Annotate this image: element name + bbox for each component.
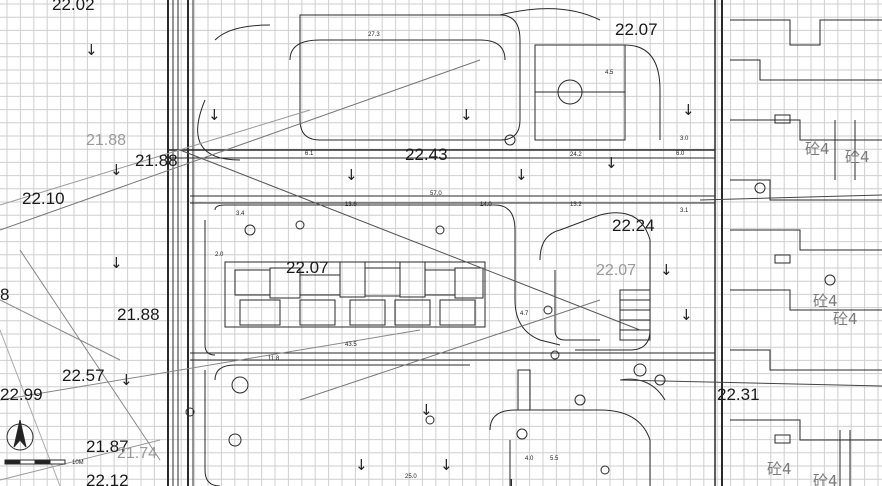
elevation-label: 22.43 xyxy=(405,145,448,164)
elevation-label: 8 xyxy=(0,285,9,304)
dimension-label: 25.0 xyxy=(405,474,417,480)
flow-arrow: ↓ xyxy=(355,456,368,474)
flow-arrow: ↓ xyxy=(85,41,98,59)
material-label: 砼4 xyxy=(845,148,870,166)
dimension-label: 4.5 xyxy=(605,70,614,76)
elevation-label: 22.31 xyxy=(717,385,760,404)
flow-arrow: ↓ xyxy=(505,476,518,486)
flow-arrow: ↓ xyxy=(420,401,433,419)
elevation-label: 21.74 xyxy=(117,445,157,462)
dimension-label: 13.2 xyxy=(570,202,582,208)
dimension-label: 4.7 xyxy=(520,311,529,317)
dimension-label: 3.0 xyxy=(680,136,689,142)
elevation-label: 21.88 xyxy=(135,151,178,170)
elevation-label: 22.12 xyxy=(86,471,129,486)
flow-arrow: ↓ xyxy=(440,456,453,474)
flow-arrow: ↓ xyxy=(515,166,528,184)
dimension-label: 2.0 xyxy=(215,252,224,258)
flow-arrow: ↓ xyxy=(605,154,618,172)
elevation-label: 21.87 xyxy=(86,437,129,456)
material-label: 砼4 xyxy=(767,460,792,478)
dimension-label: 6.0 xyxy=(676,151,685,157)
dimension-label: 3.4 xyxy=(236,211,245,217)
dimension-label: 43.5 xyxy=(345,342,357,348)
dimension-label: 14.0 xyxy=(480,202,492,208)
dimension-label: 24.2 xyxy=(570,152,582,158)
elevation-label: 22.07 xyxy=(286,258,329,277)
elevation-label: 21.88 xyxy=(86,132,126,149)
dimension-label: 11.8 xyxy=(268,356,280,362)
dimension-label: 6.1 xyxy=(305,151,314,157)
dimension-label: 5.5 xyxy=(550,456,559,462)
flow-arrow: ↓ xyxy=(120,371,133,389)
flow-arrow: ↓ xyxy=(660,261,673,279)
material-label: 砼4 xyxy=(813,472,838,486)
dimension-label: 4.0 xyxy=(525,456,534,462)
elevation-label: 22.24 xyxy=(612,216,655,235)
dimension-label: 3.1 xyxy=(680,208,689,214)
flow-arrow: ↓ xyxy=(460,106,473,124)
flow-arrow: ↓ xyxy=(110,254,123,272)
material-label: 砼4 xyxy=(813,292,838,310)
elevation-label: 22.07 xyxy=(615,20,658,39)
material-label: 砼4 xyxy=(833,310,858,328)
flow-arrow: ↓ xyxy=(110,161,123,179)
dimension-label: 57.0 xyxy=(430,191,442,197)
elevation-label: 22.99 xyxy=(0,385,43,404)
elevation-label: 22.02 xyxy=(52,0,95,14)
scale-bar-label: 10M xyxy=(72,460,84,466)
elevation-label: 21.88 xyxy=(117,305,160,324)
dimension-label: 27.3 xyxy=(368,32,380,38)
flow-arrow: ↓ xyxy=(682,101,695,119)
flow-arrow: ↓ xyxy=(208,106,221,124)
elevation-label: 22.57 xyxy=(62,366,105,385)
material-label: 砼4 xyxy=(805,140,830,158)
flow-arrow: ↓ xyxy=(680,306,693,324)
dimension-label: 13.6 xyxy=(345,202,357,208)
flow-arrow: ↓ xyxy=(345,166,358,184)
elevation-label: 22.10 xyxy=(22,189,65,208)
elevation-label: 22.07 xyxy=(596,262,636,279)
